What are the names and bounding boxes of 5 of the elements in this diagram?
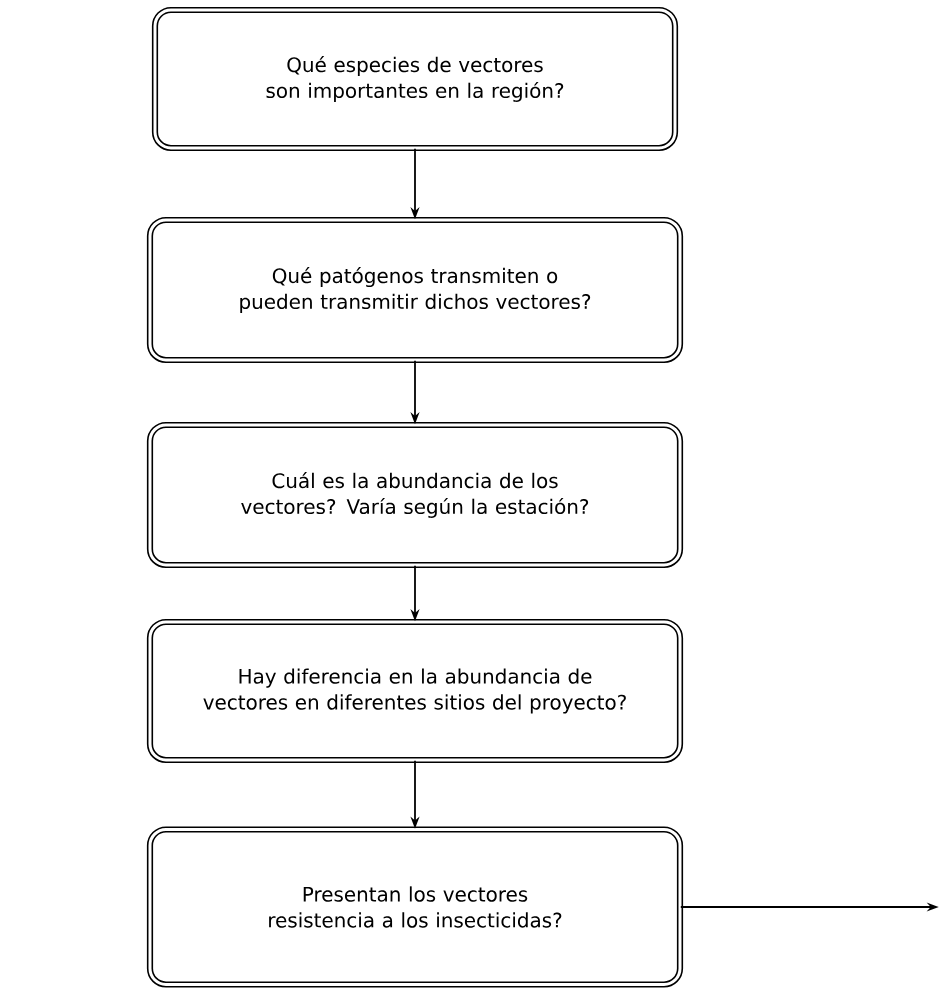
question-box: Qué patógenos transmiten o pueden transmitir dichos vectores?: [146, 216, 684, 364]
question-box: Hay diferencia en la abundancia de vectores en diferentes sitios del proyecto?: [146, 618, 684, 764]
question-box: Qué especies de vectores son importantes en la región?: [151, 6, 679, 152]
question-box: Presentan los vectores resistencia a los insecticidas?: [146, 826, 684, 988]
question-box: Cuál es la abundancia de los vectores? Varía según la estación?: [146, 421, 684, 569]
